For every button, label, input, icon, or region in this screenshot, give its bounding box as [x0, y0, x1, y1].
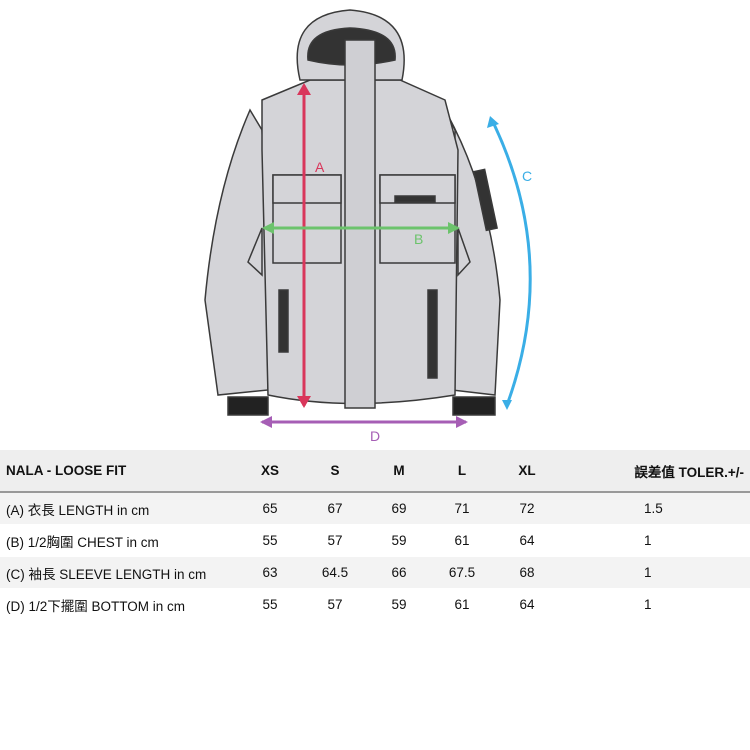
cell-value: 61 — [433, 588, 491, 621]
label-c: C — [522, 168, 532, 184]
size-header: XS — [235, 450, 305, 493]
row-label: (A) 衣長 LENGTH in cm — [0, 492, 235, 525]
size-header: M — [365, 450, 433, 493]
size-header: S — [305, 450, 365, 493]
label-a: A — [315, 159, 325, 175]
cell-value: 55 — [235, 588, 305, 621]
jacket-illustration — [204, 9, 501, 416]
cell-value: 55 — [235, 524, 305, 557]
cell-value: 64 — [491, 524, 563, 557]
cell-value: 69 — [365, 492, 433, 525]
cell-value: 64.5 — [305, 556, 365, 589]
cell-value: 59 — [365, 588, 433, 621]
cell-value: 72 — [491, 492, 563, 525]
cell-value: 66 — [365, 556, 433, 589]
cell-value: 59 — [365, 524, 433, 557]
measure-d: D — [260, 416, 468, 444]
measure-b: B — [262, 222, 460, 247]
tolerance-value: 1 — [563, 588, 750, 621]
cell-value: 57 — [305, 524, 365, 557]
row-label: (D) 1/2下擺圍 BOTTOM in cm — [0, 588, 235, 621]
label-d: D — [370, 428, 380, 444]
cell-value: 61 — [433, 524, 491, 557]
cell-value: 65 — [235, 492, 305, 525]
jacket-diagram: A B C D — [204, 9, 532, 444]
tolerance-header: 誤差值 TOLER.+/- — [563, 450, 750, 493]
tolerance-value: 1 — [563, 556, 750, 589]
row-label: (C) 袖長 SLEEVE LENGTH in cm — [0, 556, 235, 589]
measure-a: A — [297, 83, 325, 408]
size-header: L — [433, 450, 491, 493]
cell-value: 71 — [433, 492, 491, 525]
size-chart-table: NALA - LOOSE FIT XS S M L XL 誤差值 TOLER.+… — [0, 450, 750, 621]
cell-value: 63 — [235, 556, 305, 589]
label-b: B — [414, 231, 423, 247]
cell-value: 67 — [305, 492, 365, 525]
cell-value: 68 — [491, 556, 563, 589]
row-label: (B) 1/2胸圍 CHEST in cm — [0, 524, 235, 557]
measure-c: C — [487, 116, 532, 410]
table-title: NALA - LOOSE FIT — [0, 450, 235, 493]
tolerance-value: 1.5 — [563, 492, 750, 525]
table-header-row: NALA - LOOSE FIT XS S M L XL 誤差值 TOLER.+… — [0, 450, 750, 493]
size-header: XL — [491, 450, 563, 493]
tolerance-value: 1 — [563, 524, 750, 557]
cell-value: 57 — [305, 588, 365, 621]
cell-value: 64 — [491, 588, 563, 621]
cell-value: 67.5 — [433, 556, 491, 589]
